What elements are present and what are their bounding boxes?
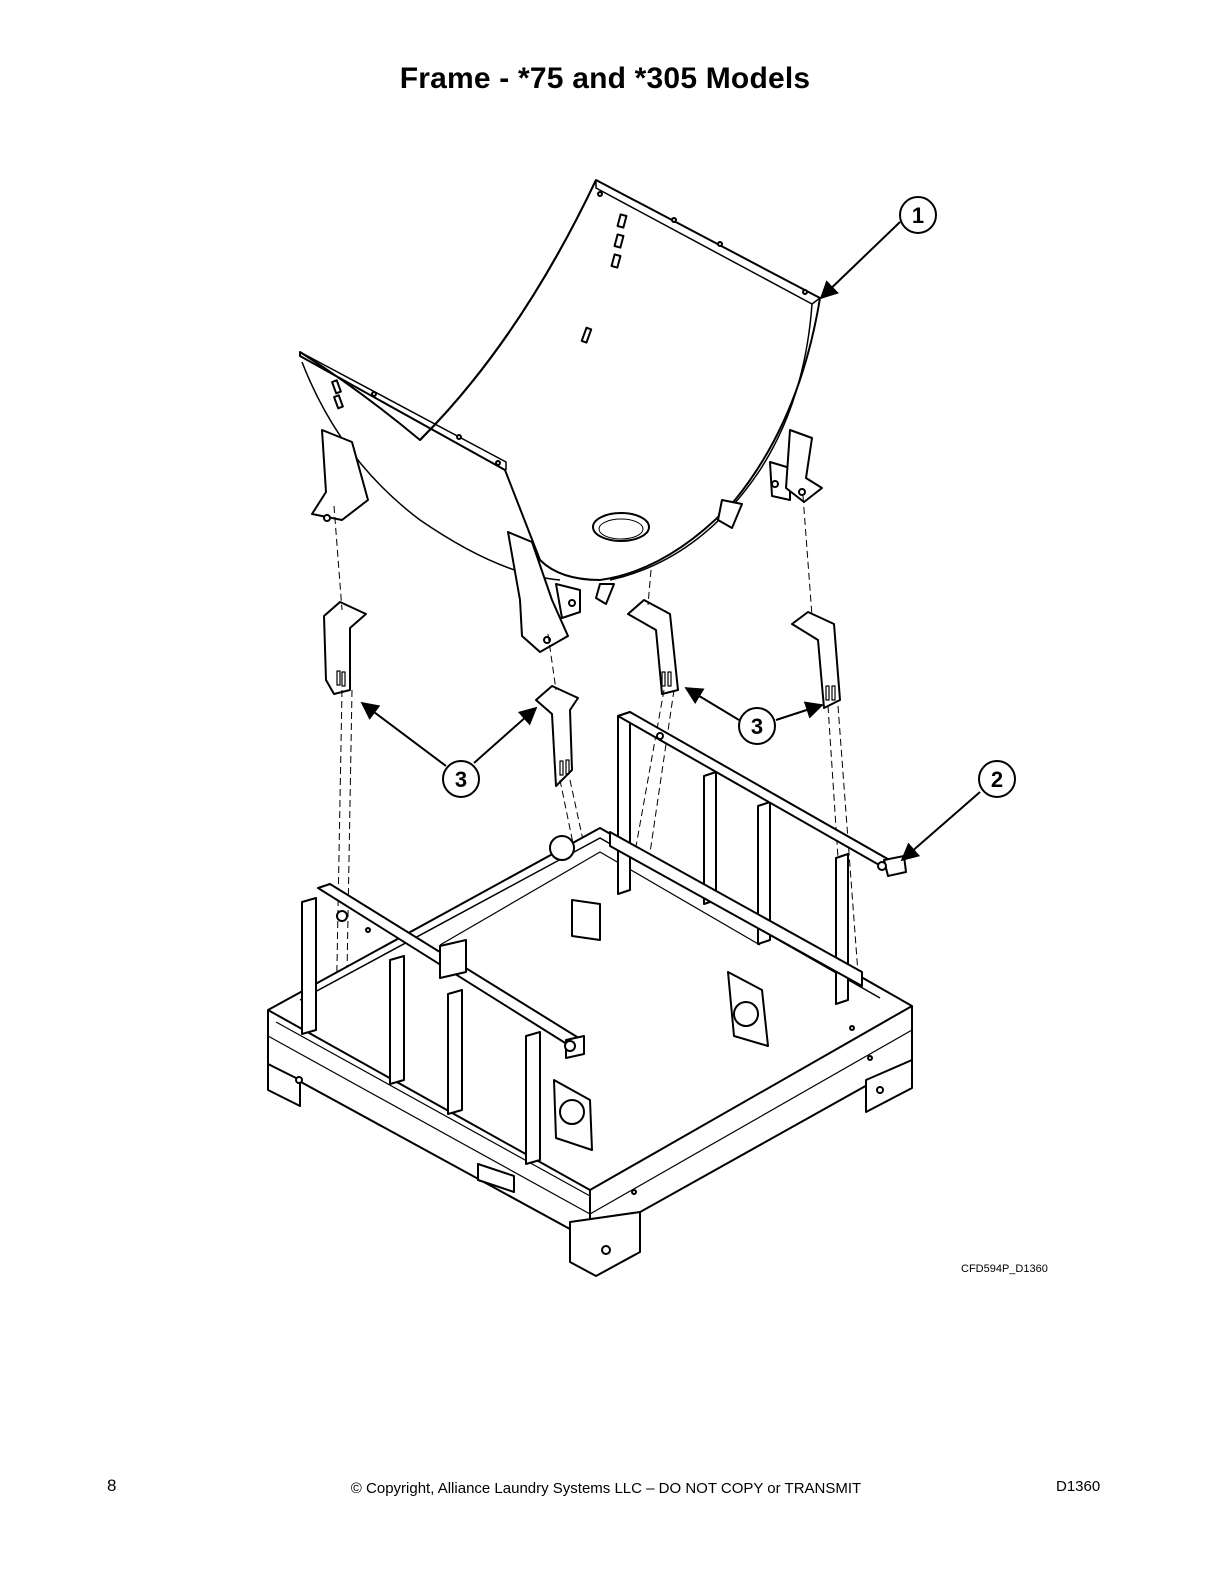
callout-2-label: 2: [991, 767, 1003, 792]
page-title: Frame - *75 and *305 Models: [399, 62, 811, 95]
bracket-part: [323, 599, 841, 787]
callout-2: 2: [900, 760, 1016, 862]
drawing-code: CFD594P_D1360: [961, 1263, 1048, 1275]
callout-3-right: 3: [684, 687, 824, 745]
callout-3-right-label: 3: [751, 714, 763, 739]
base-frame-part: [267, 711, 913, 1277]
footer-page-number: 8: [107, 1476, 117, 1495]
callout-1: 1: [819, 196, 937, 300]
footer-doc-number: D1360: [1056, 1478, 1101, 1495]
callout-3-left: 3: [360, 701, 538, 798]
callout-3-left-label: 3: [455, 767, 467, 792]
footer-copyright: © Copyright, Alliance Laundry Systems LL…: [350, 1480, 862, 1497]
drum-shell-part: [299, 179, 823, 653]
callout-1-label: 1: [912, 203, 924, 228]
